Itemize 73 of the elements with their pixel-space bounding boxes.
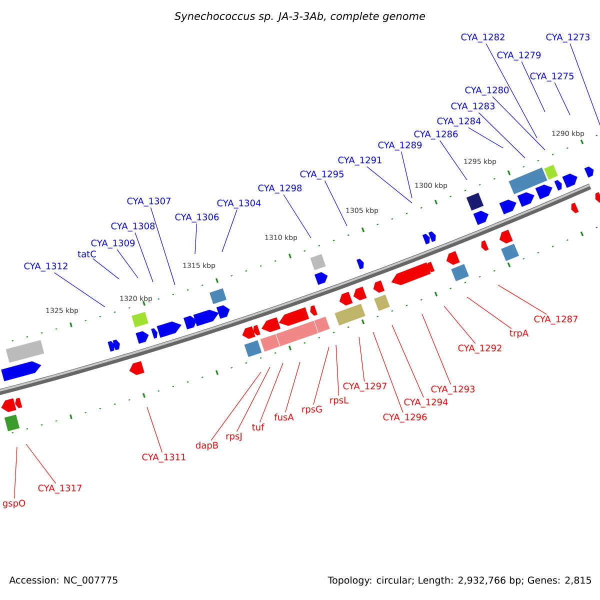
leader-line — [150, 207, 176, 286]
gene-label: tatC — [78, 250, 96, 258]
leader-line — [14, 446, 18, 499]
leader-line — [210, 372, 262, 441]
gene-label: CYA_1298 — [258, 184, 302, 194]
leader-line — [498, 284, 548, 315]
leader-line — [486, 43, 538, 138]
gene-label: CYA_1297 — [343, 382, 386, 392]
genome-info-text: Topology: circular; Length: 2,932,766 bp; Genes: 2,815 — [328, 576, 591, 586]
gene-label: CYA_1275 — [530, 72, 574, 82]
gene-label: CYA_1306 — [175, 214, 219, 222]
leader-line — [134, 232, 154, 282]
gene-label: rpsG — [302, 406, 322, 414]
leader-line — [372, 332, 404, 413]
gene-label: gspO — [2, 500, 26, 508]
gene-label: tuf — [252, 424, 264, 430]
leader-line — [146, 406, 162, 453]
gene-label: CYA_1311 — [142, 454, 186, 462]
gene-label: CYA_1294 — [404, 398, 448, 408]
leader-line — [440, 140, 468, 180]
leader-line — [92, 258, 120, 280]
gene-label: rpsJ — [226, 432, 242, 442]
leader-line — [26, 444, 56, 484]
gene-label: fusA — [274, 414, 294, 420]
leader-line — [194, 223, 197, 254]
gene-label: CYA_1304 — [217, 200, 261, 208]
gene-label: CYA_1273 — [546, 34, 590, 42]
leader-line — [570, 43, 600, 126]
gene-label: CYA_1280 — [465, 86, 509, 96]
leader-line — [324, 180, 348, 226]
gene-label: CYA_1279 — [497, 52, 541, 60]
leader-line — [392, 324, 424, 398]
leader-line — [366, 166, 412, 204]
gene-label: CYA_1282 — [461, 34, 504, 42]
gene-label: CYA_1293 — [431, 386, 475, 394]
leader-line — [222, 209, 238, 252]
leader-line — [422, 314, 452, 385]
gene-label: CYA_1284 — [437, 118, 481, 126]
leader-line — [116, 249, 138, 278]
leader-line — [478, 112, 526, 158]
gene-label: CYA_1312 — [24, 262, 68, 272]
leader-line — [554, 82, 570, 116]
gene-label: CYA_1283 — [451, 102, 495, 112]
leader-line — [444, 306, 476, 344]
gene-label: rpsL — [330, 396, 349, 406]
accession-text: Accession: NC_007775 — [9, 576, 118, 586]
leader-line — [521, 61, 546, 112]
leader-line — [336, 344, 340, 396]
leader-line — [313, 346, 330, 405]
gene-label: CYA_1295 — [300, 170, 344, 180]
gene-label: CYA_1308 — [111, 222, 155, 232]
leader-line — [285, 362, 300, 413]
title: Synechococcus sp. JA-3-3Ab, complete genome — [174, 12, 426, 22]
gene-label: CYA_1309 — [91, 240, 135, 248]
leader-line — [468, 127, 504, 148]
gene-label: CYA_1296 — [383, 414, 427, 422]
gene-label: CYA_1317 — [38, 484, 82, 494]
leader-line — [492, 96, 546, 150]
gene-label: CYA_1291 — [338, 156, 382, 166]
gene-label: dapB — [196, 442, 218, 450]
gene-label: CYA_1307 — [127, 198, 170, 206]
gene-label: CYA_1287 — [534, 316, 578, 324]
leader-line — [401, 151, 412, 198]
leader-line — [466, 296, 512, 329]
leader-line — [260, 362, 284, 423]
gene-label: CYA_1292 — [458, 344, 502, 354]
leader-line — [358, 336, 365, 382]
gene-label: trpA — [510, 330, 528, 338]
gene-label: CYA_1289 — [378, 142, 422, 150]
leader-line — [54, 272, 106, 308]
leader-line — [236, 366, 270, 432]
leader-line — [283, 194, 312, 238]
gene-label: CYA_1286 — [414, 130, 458, 140]
